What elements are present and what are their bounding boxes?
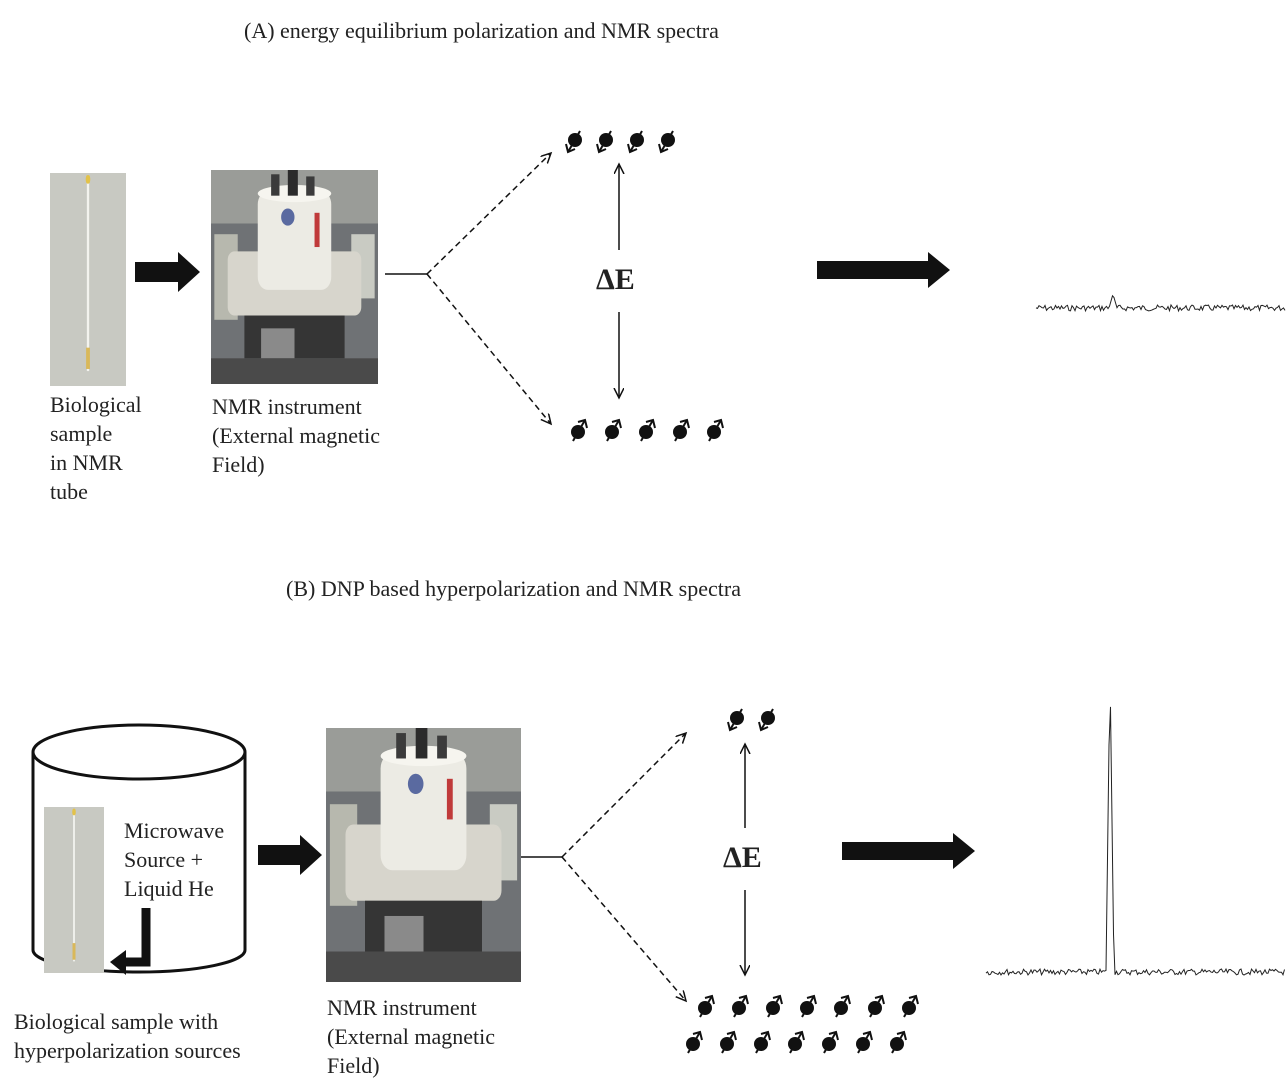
nmr-instrument-photo-a bbox=[211, 170, 378, 384]
instrument-label-a: NMR instrument (External magnetic Field) bbox=[212, 394, 380, 477]
spin-down-a-2 bbox=[596, 130, 614, 153]
dashed-arrow-up-a bbox=[426, 153, 551, 275]
panel-a-title: (A) energy equilibrium polarization and … bbox=[244, 18, 719, 43]
process-arrow-b2 bbox=[842, 833, 975, 869]
spin-up-a-3 bbox=[638, 419, 656, 442]
instrument-label-b: NMR instrument (External magnetic Field) bbox=[327, 995, 495, 1078]
spin-up-b-6 bbox=[867, 995, 885, 1018]
panel-b-title: (B) DNP based hyperpolarization and NMR … bbox=[286, 576, 741, 601]
spin-up-b-14 bbox=[889, 1031, 907, 1054]
nmr-instrument-photo-b bbox=[326, 728, 521, 982]
dashed-arrow-up-b bbox=[561, 733, 686, 858]
spin-up-b-12 bbox=[821, 1031, 839, 1054]
delta-e-label-b: ΔE bbox=[723, 841, 762, 874]
sample-label-a: Biological sample in NMR tube bbox=[50, 392, 142, 504]
sample-label-b: Biological sample with hyperpolarization… bbox=[14, 1009, 241, 1063]
spin-up-b-13 bbox=[855, 1031, 873, 1054]
dashed-arrow-down-a bbox=[426, 273, 551, 424]
nmr-spectrum-a bbox=[1035, 294, 1286, 313]
spin-up-a-2 bbox=[604, 419, 622, 442]
source-label-b: Microwave Source + Liquid He bbox=[124, 818, 225, 901]
spin-up-b-9 bbox=[719, 1031, 737, 1054]
nmr-tube-photo-b bbox=[44, 807, 104, 973]
spin-up-a-4 bbox=[672, 419, 690, 442]
bent-arrow bbox=[124, 908, 151, 967]
spin-up-a-5 bbox=[706, 419, 724, 442]
spin-up-b-3 bbox=[765, 995, 783, 1018]
spin-down-a-1 bbox=[565, 130, 583, 153]
spin-down-group-b bbox=[727, 708, 776, 731]
spin-up-b-2 bbox=[731, 995, 749, 1018]
spin-up-b-11 bbox=[787, 1031, 805, 1054]
spin-down-a-4 bbox=[658, 130, 676, 153]
spin-down-a-3 bbox=[627, 130, 645, 153]
process-arrow-a1 bbox=[135, 252, 200, 292]
spin-down-b-2 bbox=[758, 708, 776, 731]
nmr-spectrum-b bbox=[985, 706, 1285, 977]
process-arrow-b1 bbox=[258, 835, 322, 875]
bent-arrow-head bbox=[110, 950, 126, 975]
process-arrow-a2 bbox=[817, 252, 950, 288]
spin-up-b-1 bbox=[697, 995, 715, 1018]
spin-up-group-a bbox=[570, 419, 724, 442]
spin-up-b-5 bbox=[833, 995, 851, 1018]
spin-up-a-1 bbox=[570, 419, 588, 442]
spin-up-b-8 bbox=[685, 1031, 703, 1054]
dashed-arrow-down-b bbox=[561, 856, 686, 1001]
spin-down-b-1 bbox=[727, 708, 745, 731]
nmr-tube-photo-a bbox=[50, 173, 126, 386]
spin-down-group-a bbox=[565, 130, 676, 153]
spin-up-b-4 bbox=[799, 995, 817, 1018]
spin-up-b-7 bbox=[901, 995, 919, 1018]
spin-up-b-10 bbox=[753, 1031, 771, 1054]
spin-up-group-b bbox=[685, 995, 919, 1054]
delta-e-label-a: ΔE bbox=[596, 263, 635, 296]
